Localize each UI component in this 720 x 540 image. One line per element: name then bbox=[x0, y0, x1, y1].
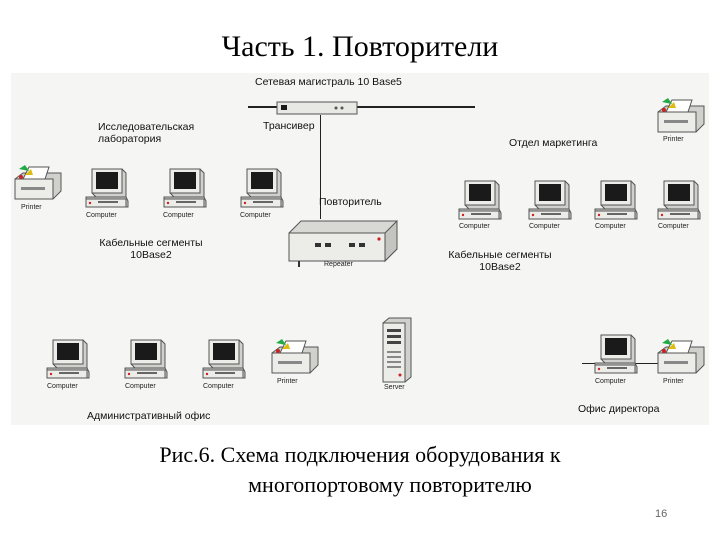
computer-icon bbox=[591, 333, 639, 375]
drop-cable bbox=[320, 115, 321, 219]
director-segment bbox=[582, 363, 698, 364]
computer-icon bbox=[591, 179, 639, 221]
computer-label: Computer bbox=[595, 223, 626, 230]
computer-label: Computer bbox=[86, 212, 117, 219]
repeater-device bbox=[287, 219, 399, 267]
computer-icon bbox=[121, 338, 169, 380]
printer-label: Printer bbox=[663, 378, 684, 385]
repeater-device-label: Repeater bbox=[324, 261, 353, 268]
printer-icon bbox=[654, 98, 706, 136]
research-lab-label: Исследовательская лаборатория bbox=[98, 121, 195, 145]
computer-label: Computer bbox=[240, 212, 271, 219]
server-icon bbox=[381, 317, 413, 383]
computer-icon bbox=[43, 338, 91, 380]
computer-icon bbox=[455, 179, 503, 221]
computer-label: Computer bbox=[47, 383, 78, 390]
caption-line-2: многопортовому повторителю bbox=[248, 472, 532, 497]
transceiver-label: Трансивер bbox=[263, 120, 315, 132]
cable-segments-left-label: Кабельные сегменты 10Base2 bbox=[99, 237, 203, 261]
backbone-cable bbox=[248, 106, 475, 108]
printer-label: Printer bbox=[277, 378, 298, 385]
marketing-label: Отдел маркетинга bbox=[509, 137, 598, 149]
computer-label: Computer bbox=[529, 223, 560, 230]
page-number: 16 bbox=[655, 508, 668, 520]
admin-office-label: Административный офис bbox=[87, 410, 211, 422]
computer-label: Computer bbox=[658, 223, 689, 230]
figure-caption: Рис.6. Схема подключения оборудования к … bbox=[0, 440, 720, 500]
caption-line-1: Рис.6. Схема подключения оборудования к bbox=[159, 442, 561, 467]
printer-label: Printer bbox=[21, 204, 42, 211]
computer-icon bbox=[160, 167, 208, 209]
backbone-label: Сетевая магистраль 10 Base5 bbox=[255, 76, 402, 88]
printer-label: Printer bbox=[663, 136, 684, 143]
repeater-label: Повторитель bbox=[319, 196, 382, 208]
computer-icon bbox=[199, 338, 247, 380]
computer-label: Computer bbox=[459, 223, 490, 230]
printer-icon bbox=[654, 339, 706, 377]
network-diagram: Сетевая магистраль 10 Base5 Трансивер По… bbox=[11, 73, 709, 425]
computer-icon bbox=[525, 179, 573, 221]
computer-label: Computer bbox=[163, 212, 194, 219]
slide-title: Часть 1. Повторители bbox=[221, 30, 499, 63]
printer-icon bbox=[11, 165, 63, 203]
computer-icon bbox=[82, 167, 130, 209]
printer-icon bbox=[268, 339, 320, 377]
computer-icon bbox=[654, 179, 702, 221]
computer-label: Computer bbox=[203, 383, 234, 390]
cable-segments-right-label: Кабельные сегменты 10Base2 bbox=[448, 249, 552, 273]
computer-label: Computer bbox=[125, 383, 156, 390]
transceiver-device bbox=[276, 101, 358, 115]
server-label: Server bbox=[384, 384, 405, 391]
computer-icon bbox=[237, 167, 285, 209]
computer-label: Computer bbox=[595, 378, 626, 385]
director-office-label: Офис директора bbox=[578, 403, 660, 415]
